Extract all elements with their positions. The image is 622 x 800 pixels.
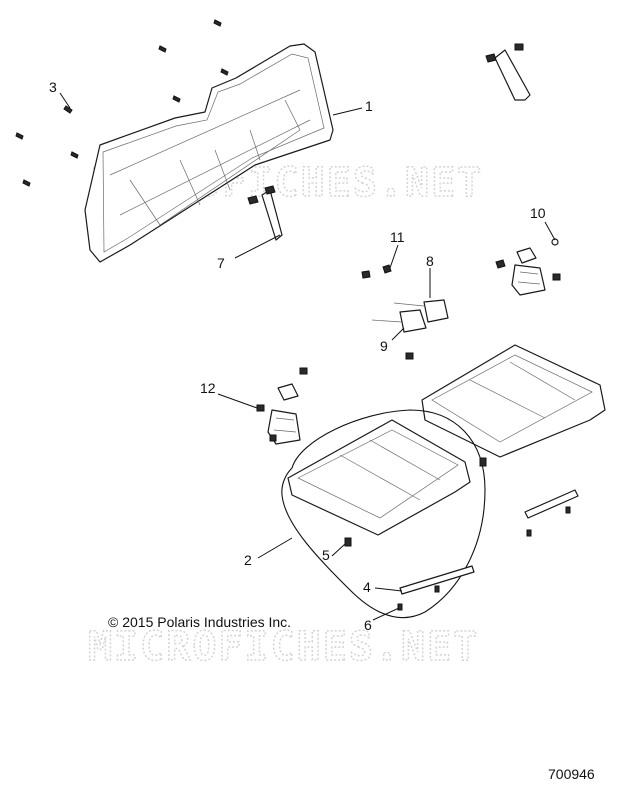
callout-10: 10 [530, 205, 546, 221]
watermark-bottom: MICROFICHES.NET [88, 624, 479, 670]
callout-1: 1 [365, 98, 373, 114]
callout-5: 5 [322, 547, 330, 563]
callout-6: 6 [364, 617, 372, 633]
callout-2: 2 [244, 552, 252, 568]
document-number: 700946 [548, 766, 595, 782]
part-buckle-right [495, 238, 561, 296]
copyright-notice: © 2015 Polaris Industries Inc. [108, 614, 291, 630]
callout-12: 12 [200, 380, 216, 396]
backrest-screws [15, 19, 229, 187]
part-buckles-8-9 [361, 264, 449, 360]
part-buckle-left [256, 367, 308, 445]
callout-7: 7 [217, 255, 225, 271]
callout-8: 8 [426, 253, 434, 269]
part-seat-bottom-left [287, 419, 471, 536]
callout-3: 3 [49, 79, 57, 95]
part-brackets-4 [344, 457, 579, 611]
part-seat-bottom-right [421, 344, 606, 458]
callout-4: 4 [363, 579, 371, 595]
part-backrest [84, 43, 334, 263]
callout-11: 11 [390, 229, 405, 245]
callout-9: 9 [380, 338, 388, 354]
leader-lines [59, 92, 556, 621]
assembly-outline-2 [281, 409, 486, 619]
part-strap-top-right [485, 43, 531, 101]
part-strap-7 [247, 185, 283, 241]
